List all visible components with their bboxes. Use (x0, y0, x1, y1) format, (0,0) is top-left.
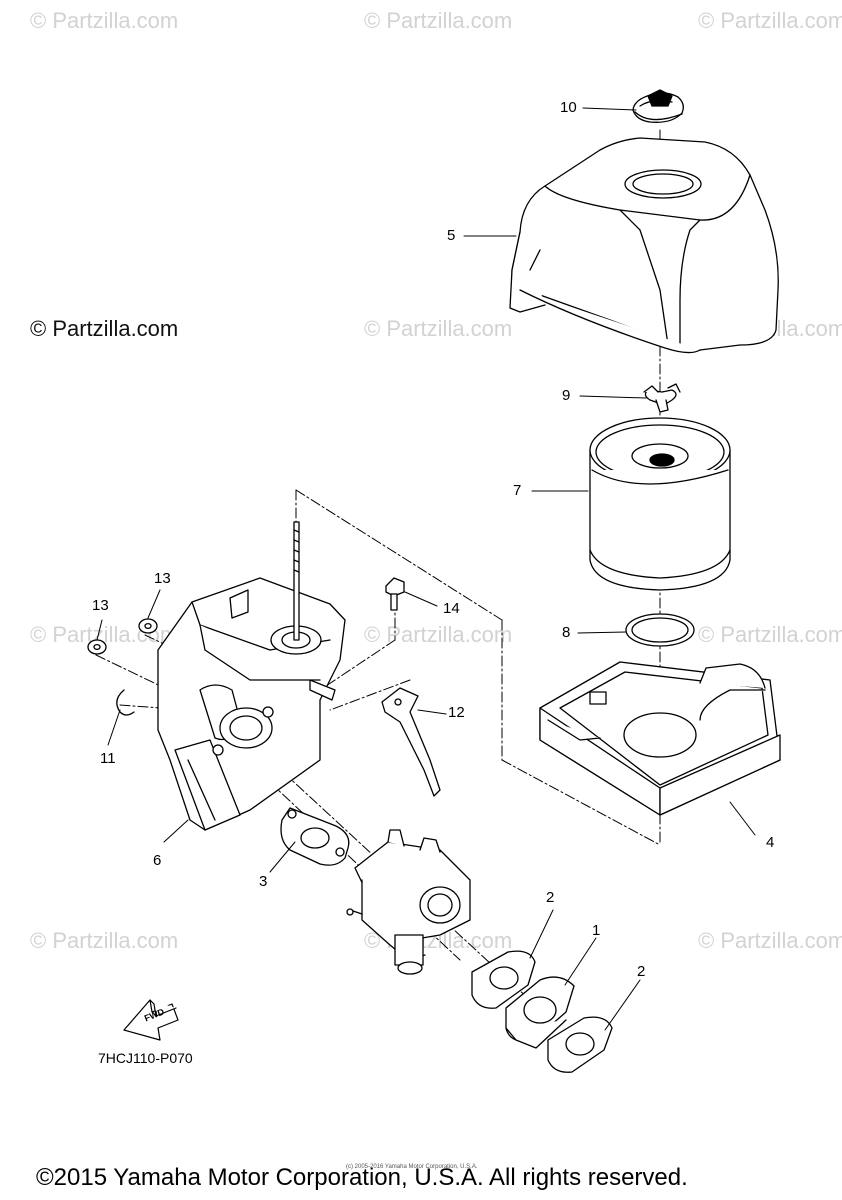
watermark: © Partzilla.com (698, 622, 842, 647)
callout-5: 5 (447, 227, 456, 244)
partzilla-label: © Partzilla.com (30, 316, 179, 341)
callout-7: 7 (513, 482, 522, 499)
watermark: © Partzilla.com (364, 316, 513, 341)
leader-lines (96, 107, 756, 1031)
callout-6: 6 (153, 852, 162, 869)
part-10-cap-nut (632, 89, 684, 123)
small-print: (c) 2005-2016 Yamaha Motor Corporation, … (346, 1164, 478, 1170)
part-8-gasket (625, 613, 695, 647)
callout-14: 14 (443, 600, 460, 617)
callout-4: 4 (766, 834, 775, 851)
part-14-bolt (385, 577, 405, 611)
callout-12: 12 (448, 704, 465, 721)
part-3-gasket (280, 807, 350, 866)
part-13-washers (87, 618, 158, 655)
callout-3: 3 (259, 873, 268, 890)
part-6-elbow-housing (157, 577, 346, 831)
part-7-filter-element (589, 417, 731, 591)
part-12-bracket (381, 687, 441, 797)
carburetor (346, 829, 471, 975)
part-11-clip (116, 689, 135, 716)
callout-2: 2 (637, 963, 646, 980)
part-1-insulator (505, 976, 575, 1049)
watermark: © Partzilla.com (30, 8, 179, 33)
watermark: © Partzilla.com (698, 928, 842, 953)
callout-8: 8 (562, 624, 571, 641)
part-4-case-base (539, 661, 781, 816)
fwd-arrow-icon (123, 999, 179, 1041)
diagram-code: 7HCJ110-P070 (98, 1050, 193, 1066)
stud-bolt (293, 521, 300, 641)
callout-1: 1 (592, 922, 601, 939)
part-2-gasket-lower (547, 1016, 613, 1073)
copyright-footer: ©2015 Yamaha Motor Corporation, U.S.A. A… (36, 1164, 688, 1191)
callout-13: 13 (92, 597, 109, 614)
callout-11: 11 (100, 750, 116, 767)
watermark: © Partzilla.com (30, 928, 179, 953)
callout-9: 9 (562, 387, 571, 404)
watermark: © Partzilla.com (698, 8, 842, 33)
part-5-cover (509, 137, 779, 354)
callout-13: 13 (154, 570, 171, 587)
watermark: © Partzilla.com (364, 8, 513, 33)
part-9-wing-nut (643, 383, 681, 413)
callout-2: 2 (546, 889, 555, 906)
watermark: © Partzilla.com (364, 622, 513, 647)
callout-10: 10 (560, 99, 577, 116)
part-2-gasket-upper (471, 950, 536, 1009)
